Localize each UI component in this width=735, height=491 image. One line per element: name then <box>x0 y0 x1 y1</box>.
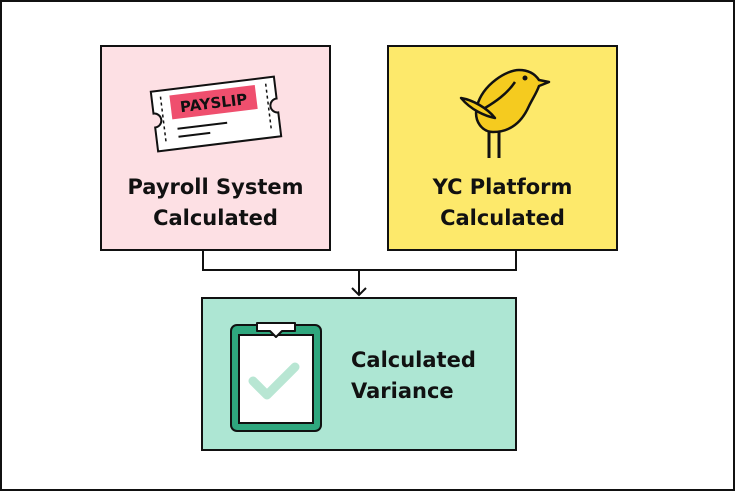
payroll-line-1: Payroll System <box>127 175 304 199</box>
yc-platform-box: YC Platform Calculated <box>387 45 618 251</box>
yc-line-2: Calculated <box>440 206 565 230</box>
arrow-head-icon <box>351 287 367 297</box>
calculated-variance-box: Calculated Variance <box>201 297 517 451</box>
payroll-system-label: Payroll System Calculated <box>102 172 329 234</box>
yc-line-1: YC Platform <box>432 175 573 199</box>
payslip-ticket-icon: PAYSLIP <box>149 75 283 153</box>
merge-line <box>202 251 517 271</box>
clipboard-check-icon <box>230 322 322 432</box>
variance-line-2: Variance <box>351 379 454 403</box>
bird-icon <box>459 68 551 158</box>
payslip-label-bg <box>169 85 258 120</box>
payroll-line-2: Calculated <box>153 206 278 230</box>
payroll-system-box: PAYSLIP Payroll System Calculated <box>100 45 331 251</box>
calculated-variance-label: Calculated Variance <box>351 345 521 407</box>
variance-line-1: Calculated <box>351 348 476 372</box>
yc-platform-label: YC Platform Calculated <box>389 172 616 234</box>
